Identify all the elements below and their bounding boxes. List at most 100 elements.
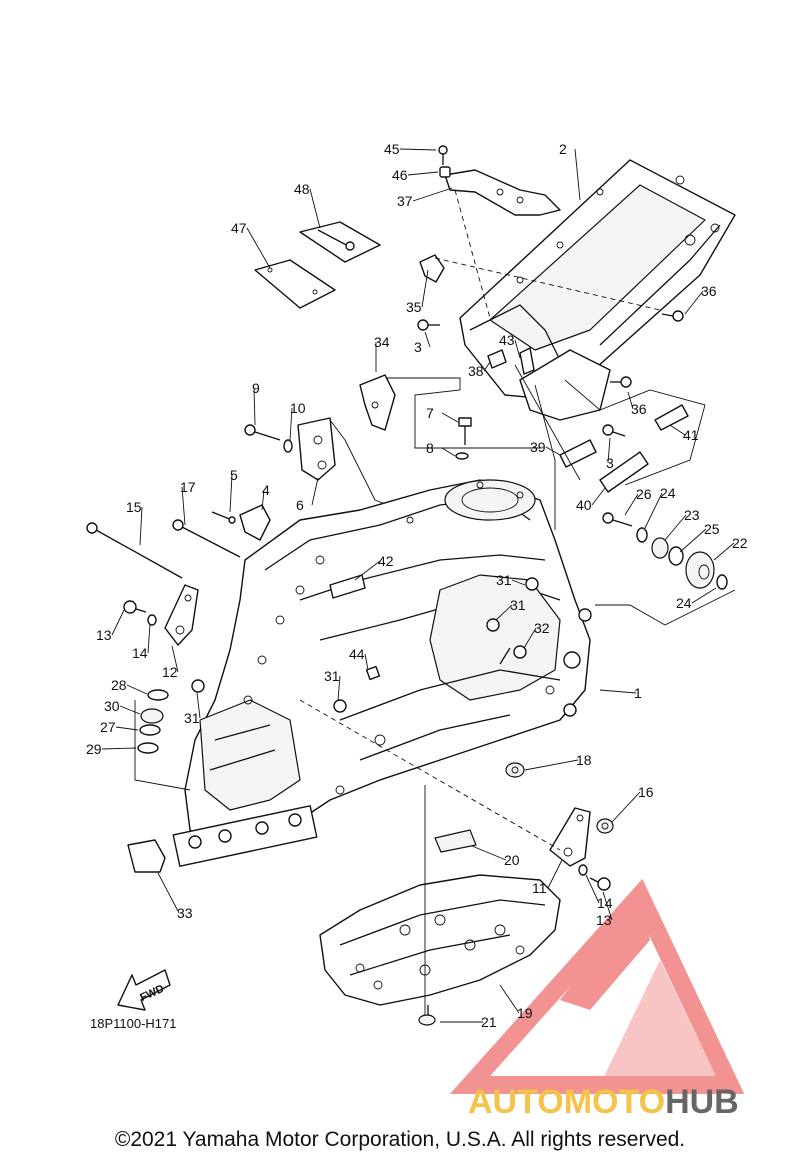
callout-13: 13 xyxy=(596,912,612,928)
callout-44: 44 xyxy=(349,646,365,662)
leader-line-4 xyxy=(261,489,265,511)
bolt-45 xyxy=(438,145,448,165)
callout-4: 4 xyxy=(262,482,270,498)
callout-39: 39 xyxy=(530,439,546,455)
collar-27 xyxy=(139,724,161,736)
washer-29 xyxy=(137,742,159,754)
leader-line-42 xyxy=(354,560,381,581)
callout-29: 29 xyxy=(86,741,102,757)
pad-40 xyxy=(599,451,649,493)
callout-47: 47 xyxy=(231,220,247,236)
callout-31: 31 xyxy=(510,597,526,613)
leader-line-14 xyxy=(147,623,151,654)
leader-line-43 xyxy=(514,339,521,359)
leader-line-15 xyxy=(139,506,143,546)
callout-13: 13 xyxy=(96,627,112,643)
bracket-12 xyxy=(164,584,199,646)
main-frame-1 xyxy=(172,479,592,867)
leader-line-14 xyxy=(585,874,600,904)
bracket-34 xyxy=(359,374,396,431)
callout-17: 17 xyxy=(180,479,196,495)
copyright-notice: ©2021 Yamaha Motor Corporation, U.S.A. A… xyxy=(114,1128,686,1151)
callout-48: 48 xyxy=(294,181,310,197)
cap-31-mid xyxy=(333,699,347,713)
leader-line-24 xyxy=(644,492,663,529)
leader-line-24 xyxy=(691,587,717,604)
rubber-30 xyxy=(140,708,164,724)
bolt-26 xyxy=(602,512,633,527)
bracket-11 xyxy=(549,807,591,867)
leader-line-32 xyxy=(523,627,537,649)
leader-line-9 xyxy=(253,387,256,426)
leader-line-31 xyxy=(196,692,201,719)
washer-14-upper xyxy=(147,614,157,626)
callout-24: 24 xyxy=(660,485,676,501)
bolt-13-upper xyxy=(123,600,147,614)
watermark-triangle xyxy=(449,878,745,1094)
callout-3: 3 xyxy=(606,455,614,471)
callout-12: 12 xyxy=(162,664,178,680)
leader-line-12 xyxy=(171,645,179,673)
callout-31: 31 xyxy=(184,710,200,726)
bolt-21 xyxy=(418,1005,436,1026)
leader-line-31 xyxy=(495,604,513,621)
damper-22 xyxy=(685,551,715,589)
protector-47 xyxy=(254,259,336,309)
callout-8: 8 xyxy=(426,440,434,456)
bolt-5 xyxy=(211,511,236,524)
leader-line-26 xyxy=(624,493,639,516)
leader-line-5 xyxy=(229,474,233,513)
callout-43: 43 xyxy=(499,332,515,348)
pad-43 xyxy=(519,347,535,375)
callout-37: 37 xyxy=(397,193,413,209)
leader-line-45 xyxy=(399,148,437,151)
leader-line-8 xyxy=(441,447,456,457)
cap-31-right xyxy=(486,618,500,632)
leader-line-6 xyxy=(311,477,319,506)
leader-line-44 xyxy=(364,653,369,671)
bolt-16 xyxy=(596,818,614,834)
leader-lines xyxy=(101,148,735,1023)
callout-31: 31 xyxy=(496,572,512,588)
callout-18: 18 xyxy=(576,752,592,768)
guard-33 xyxy=(127,839,166,873)
leader-line-10 xyxy=(289,407,293,441)
leader-line-31 xyxy=(511,579,526,586)
bolt-36-upper xyxy=(661,310,684,322)
callout-31: 31 xyxy=(324,668,340,684)
callout-3: 3 xyxy=(414,339,422,355)
washer-8 xyxy=(455,452,469,460)
callout-21: 21 xyxy=(481,1014,497,1030)
callout-7: 7 xyxy=(426,405,434,421)
leader-line-11 xyxy=(547,859,563,889)
bolt-3-upper xyxy=(417,319,440,331)
bolt-32 xyxy=(499,645,527,665)
pad-20 xyxy=(434,829,477,853)
leader-line-20 xyxy=(471,845,507,861)
callout-16: 16 xyxy=(638,784,654,800)
callout-numbers: 1233456789101112131314141516171819202122… xyxy=(86,141,748,1030)
callout-5: 5 xyxy=(230,467,238,483)
leader-line-39 xyxy=(545,446,561,456)
bolt-15 xyxy=(86,522,183,579)
rubber-28 xyxy=(147,689,169,701)
callout-24: 24 xyxy=(676,595,692,611)
callout-19: 19 xyxy=(517,1005,533,1021)
callout-38: 38 xyxy=(468,363,484,379)
callout-14: 14 xyxy=(597,895,613,911)
leader-line-23 xyxy=(664,514,687,541)
leader-line-19 xyxy=(499,984,520,1014)
leader-line-1 xyxy=(599,689,637,694)
leader-line-25 xyxy=(679,528,707,553)
callout-28: 28 xyxy=(111,677,127,693)
callout-36: 36 xyxy=(701,283,717,299)
callout-41: 41 xyxy=(683,427,699,443)
leader-line-36 xyxy=(627,391,634,410)
leader-line-41 xyxy=(669,424,686,436)
callout-2: 2 xyxy=(559,141,567,157)
washer-24-upper xyxy=(636,527,648,543)
callout-45: 45 xyxy=(384,141,400,157)
leader-line-28 xyxy=(126,684,148,695)
